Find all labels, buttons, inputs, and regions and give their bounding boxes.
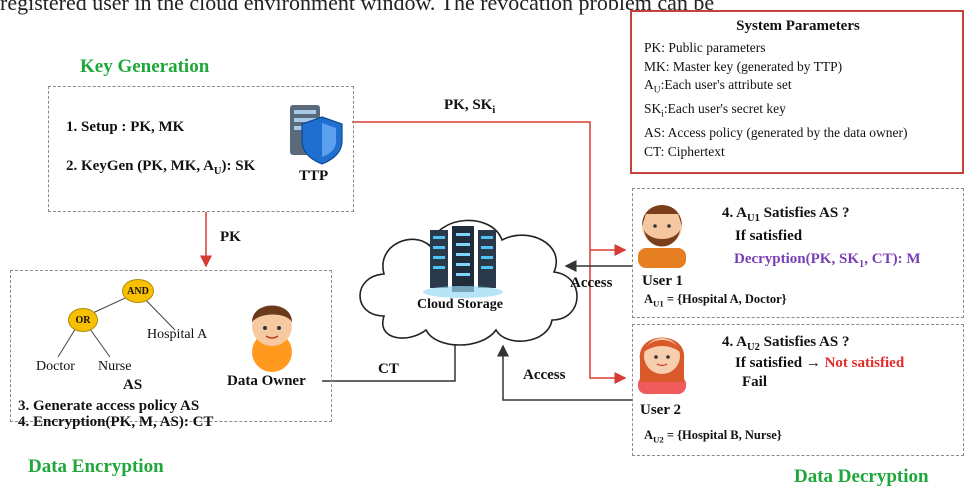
- data-encryption-title: Data Encryption: [28, 456, 164, 477]
- user1-decryption: Decryption(PK, SK1, CT): M: [734, 251, 921, 270]
- param-sym: SK: [644, 101, 662, 117]
- user1-dec-suffix: , CT): M: [864, 251, 921, 267]
- param-text: : Master key (generated by TTP): [665, 58, 843, 74]
- tree-caption: AS: [123, 377, 143, 393]
- user1-q-prefix: 4. A: [722, 205, 748, 221]
- param-sym: MK: [644, 58, 666, 74]
- key-generation-title: Key Generation: [80, 56, 210, 77]
- pk-sk-prefix: PK, SK: [444, 97, 493, 113]
- user1-attr-sub: U1: [653, 298, 664, 309]
- access2-label: Access: [523, 367, 566, 383]
- user1-dec-sub: 1: [859, 259, 865, 270]
- generate-policy-step: 3. Generate access policy AS: [18, 398, 200, 414]
- cloud-label: Cloud Storage: [417, 297, 503, 312]
- user2-q-suffix: Satisfies AS ?: [759, 334, 850, 350]
- tree-doctor-leaf: Doctor: [36, 359, 75, 374]
- setup-prefix: 1. Setup :: [66, 119, 131, 135]
- pk-label: PK: [220, 229, 241, 245]
- param-sym: AS: [644, 125, 662, 141]
- param-line-mk: MK: Master key (generated by TTP): [644, 58, 952, 77]
- user1-if-satisfied: If satisfied: [735, 228, 803, 244]
- keygen-suffix: ): SK: [221, 158, 256, 174]
- user2-avatar: [638, 337, 686, 394]
- user1-attr-prefix: A: [644, 292, 654, 306]
- pk-sk-sub: i: [492, 105, 496, 116]
- data-owner-avatar: [252, 305, 292, 372]
- tree-nurse-leaf: Nurse: [98, 359, 132, 374]
- system-parameters-panel: System Parameters PK: Public parameters …: [630, 10, 964, 174]
- server-icon: [423, 226, 503, 298]
- user2-not-satisfied: Not satisfied: [824, 355, 905, 371]
- arrow-to-user2: [589, 250, 627, 384]
- param-line-ct: CT: Ciphertext: [644, 143, 952, 162]
- param-sym: PK: [644, 40, 662, 55]
- user1-name: User 1: [642, 273, 683, 289]
- param-sym: A: [644, 77, 654, 92]
- user1-question: 4. AU1 Satisfies AS ?: [722, 205, 849, 224]
- user2-attr-prefix: A: [644, 428, 654, 442]
- param-text: :Each user's secret key: [663, 101, 786, 117]
- ct-arrow: [322, 331, 461, 382]
- keygen-prefix: 2. KeyGen (PK, MK, A: [66, 158, 214, 174]
- user1-avatar: [638, 205, 686, 268]
- user2-if-satisfied: If satisfied → Not satisfied: [735, 355, 904, 372]
- tree-or-node: OR: [68, 308, 98, 332]
- keygen-step: 2. KeyGen (PK, MK, AU): SK: [66, 158, 255, 177]
- keygen-sub: U: [213, 166, 222, 177]
- user2-q-prefix: 4. A: [722, 334, 748, 350]
- param-line-pk: PK: Public parameters: [644, 39, 952, 58]
- param-sym: CT: [644, 143, 661, 159]
- ttp-shield-icon: [290, 105, 343, 165]
- access2-arrow: [497, 344, 632, 401]
- header-fragment: registered user in the cloud environment…: [0, 0, 715, 15]
- user2-if-sat-text: If satisfied →: [735, 355, 821, 371]
- access1-label: Access: [570, 275, 613, 291]
- user2-attr-suffix: = {Hospital B, Nurse}: [663, 428, 782, 442]
- param-text: : Ciphertext: [660, 143, 725, 159]
- user2-attributes: AU2 = {Hospital B, Nurse}: [644, 428, 782, 445]
- user1-q-suffix: Satisfies AS ?: [759, 205, 850, 221]
- encryption-box: [10, 270, 332, 422]
- param-sub: i: [661, 109, 664, 120]
- user1-dec-prefix: Decryption(PK, SK: [734, 251, 859, 267]
- system-parameters-title: System Parameters: [736, 18, 860, 34]
- param-text: :Each user's attribute set: [660, 77, 792, 92]
- user2-fail: Fail: [742, 374, 767, 390]
- key-generation-box: [48, 86, 354, 212]
- user1-q-sub: U1: [747, 213, 760, 224]
- param-line-au: AU:Each user's attribute set: [644, 76, 952, 100]
- param-text: : Public parameters: [661, 40, 766, 55]
- param-text: : Access policy (generated by the data o…: [661, 125, 908, 141]
- user2-question: 4. AU2 Satisfies AS ?: [722, 334, 849, 353]
- tree-hospital-leaf: Hospital A: [147, 327, 208, 342]
- user2-name: User 2: [640, 402, 681, 418]
- ct-label: CT: [378, 361, 399, 377]
- user2-attr-sub: U2: [653, 434, 664, 445]
- data-owner-label: Data Owner: [227, 373, 306, 389]
- setup-step: 1. Setup : PK, MK: [66, 119, 184, 136]
- pk-sk-label: PK, SKi: [444, 97, 495, 116]
- param-line-as: AS: Access policy (generated by the data…: [644, 124, 952, 143]
- param-line-ski: SKi:Each user's secret key: [644, 100, 952, 124]
- ttp-label: TTP: [299, 168, 329, 184]
- tree-and-node: AND: [122, 279, 154, 303]
- data-decryption-title: Data Decryption: [794, 466, 929, 487]
- pk-ski-line: [352, 121, 591, 250]
- encryption-step: 4. Encryption(PK, M, AS): CT: [18, 414, 214, 430]
- user1-attr-suffix: = {Hospital A, Doctor}: [663, 292, 787, 306]
- user1-attributes: AU1 = {Hospital A, Doctor}: [644, 292, 787, 309]
- param-sub: U: [653, 85, 661, 96]
- user2-q-sub: U2: [747, 342, 760, 353]
- setup-value: PK, MK: [130, 119, 185, 135]
